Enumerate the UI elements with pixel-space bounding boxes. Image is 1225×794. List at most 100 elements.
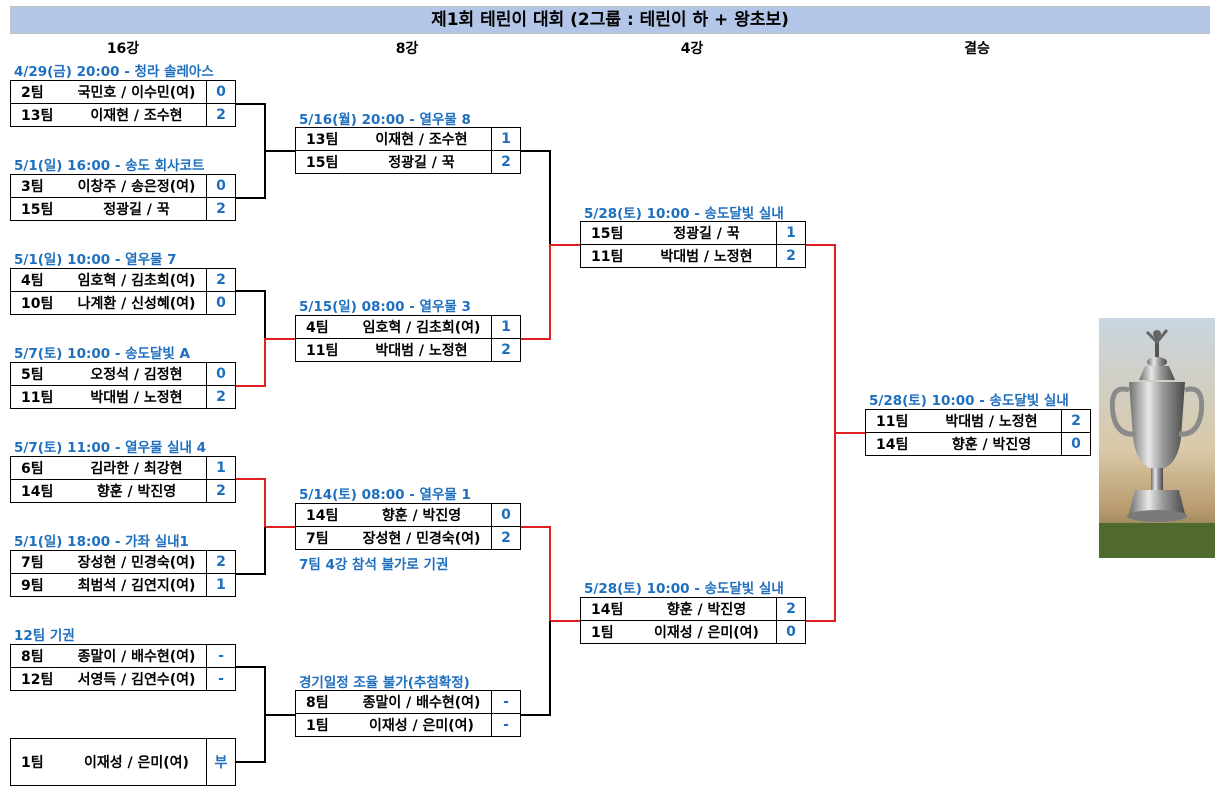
match-caption: 5/28(토) 10:00 - 송도달빛 실내 [584, 206, 784, 222]
score: - [206, 667, 236, 691]
score: 2 [206, 268, 236, 292]
score: 부 [206, 738, 236, 786]
score: 2 [776, 244, 806, 268]
player-names: 향훈 / 박진영 [922, 432, 1062, 456]
match-caption: 5/7(토) 11:00 - 열우물 실내 4 [14, 440, 207, 456]
round-header-4: 4강 [680, 41, 704, 57]
round-header-16: 16강 [106, 41, 140, 57]
player-names: 국민호 / 이수민(여) [67, 80, 207, 104]
match-note: 7팀 4강 참석 불가로 기권 [299, 557, 449, 573]
score: 0 [206, 362, 236, 386]
team-number: 5팀 [10, 362, 67, 386]
match-caption: 12팀 기권 [14, 628, 75, 644]
score: - [206, 644, 236, 668]
page-title: 제1회 테린이 대회 (2그룹 : 테린이 하 + 왕초보) [10, 6, 1210, 34]
team-number: 14팀 [580, 597, 637, 621]
match-caption: 5/7(토) 10:00 - 송도달빛 A [14, 346, 190, 362]
player-names: 향훈 / 박진영 [637, 597, 777, 621]
player-names: 장성현 / 민경숙(여) [67, 550, 207, 574]
score: 1 [491, 127, 521, 151]
team-number: 1팀 [295, 713, 352, 737]
team-number: 12팀 [10, 667, 67, 691]
score: 1 [206, 573, 236, 597]
score: 0 [206, 174, 236, 198]
team-number: 7팀 [295, 526, 352, 550]
score: 2 [206, 197, 236, 221]
score: 1 [491, 315, 521, 339]
team-number: 13팀 [295, 127, 352, 151]
team-number: 15팀 [10, 197, 67, 221]
player-names: 이재현 / 조수현 [352, 127, 492, 151]
player-names: 임호혁 / 김초희(여) [67, 268, 207, 292]
score: 2 [491, 338, 521, 362]
score: 2 [206, 103, 236, 127]
score: 2 [206, 550, 236, 574]
score: 1 [206, 456, 236, 480]
trophy-icon [1099, 318, 1215, 558]
match-caption: 5/28(토) 10:00 - 송도달빛 실내 [869, 393, 1069, 409]
team-number: 1팀 [10, 738, 67, 786]
round-header-8: 8강 [395, 41, 419, 57]
player-names: 나계환 / 신성혜(여) [67, 291, 207, 315]
team-number: 13팀 [10, 103, 67, 127]
score: 2 [491, 150, 521, 174]
score: 2 [776, 597, 806, 621]
team-number: 6팀 [10, 456, 67, 480]
player-names: 임호혁 / 김초희(여) [352, 315, 492, 339]
player-names: 이재현 / 조수현 [67, 103, 207, 127]
team-number: 7팀 [10, 550, 67, 574]
score: 2 [206, 385, 236, 409]
team-number: 15팀 [295, 150, 352, 174]
team-number: 14팀 [10, 479, 67, 503]
match-caption: 5/14(토) 08:00 - 열우물 1 [299, 487, 471, 503]
player-names: 종말이 / 배수현(여) [352, 690, 492, 714]
player-names: 박대범 / 노정현 [352, 338, 492, 362]
player-names: 박대범 / 노정현 [922, 409, 1062, 433]
score: 2 [1061, 409, 1091, 433]
score: - [491, 690, 521, 714]
player-names: 정광길 / 꾹 [352, 150, 492, 174]
player-names: 김라한 / 최강현 [67, 456, 207, 480]
team-number: 3팀 [10, 174, 67, 198]
player-names: 이재성 / 은미(여) [352, 713, 492, 737]
player-names: 이창주 / 송은정(여) [67, 174, 207, 198]
round-header-final: 결승 [964, 41, 990, 57]
team-number: 15팀 [580, 221, 637, 245]
team-number: 8팀 [295, 690, 352, 714]
team-number: 11팀 [580, 244, 637, 268]
score: 1 [776, 221, 806, 245]
match-caption: 5/1(일) 16:00 - 송도 회사코트 [14, 158, 205, 174]
team-number: 11팀 [295, 338, 352, 362]
player-names: 오정석 / 김정현 [67, 362, 207, 386]
team-number: 4팀 [10, 268, 67, 292]
player-names: 종말이 / 배수현(여) [67, 644, 207, 668]
team-number: 9팀 [10, 573, 67, 597]
player-names: 향훈 / 박진영 [67, 479, 207, 503]
team-number: 10팀 [10, 291, 67, 315]
